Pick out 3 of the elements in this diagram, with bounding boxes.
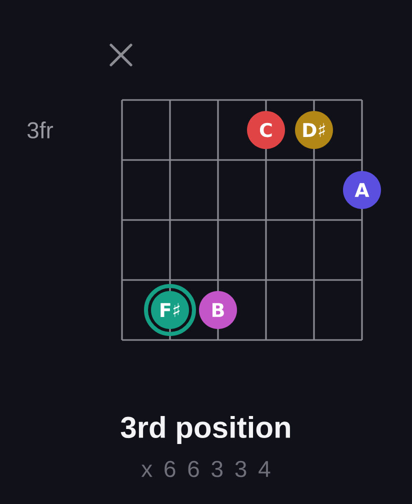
- fingering-caption: x 6 6 3 3 4: [141, 460, 270, 478]
- chord-title: 3rd position: [120, 416, 290, 444]
- fret-label: 3fr: [27, 122, 54, 138]
